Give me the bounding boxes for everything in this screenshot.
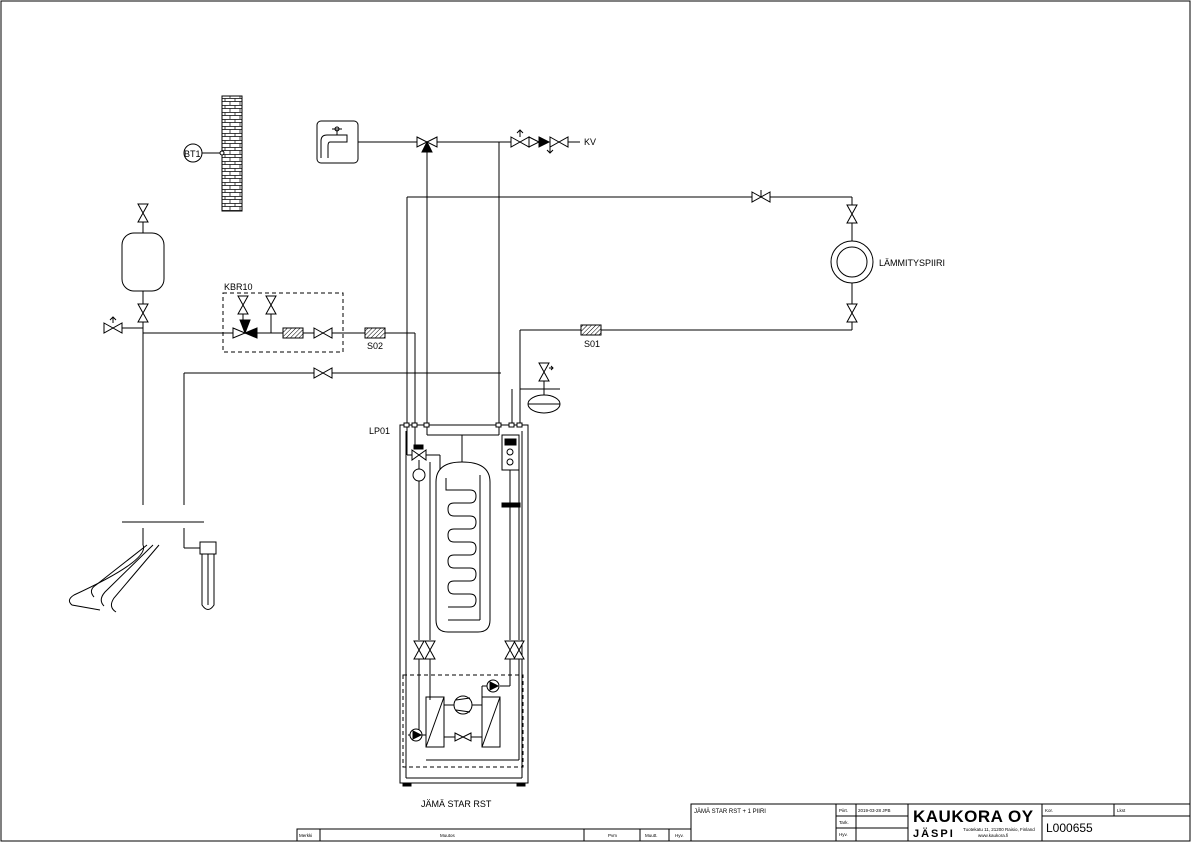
rev-header-change: Muutos <box>440 833 456 838</box>
label-kbr10: KBR10 <box>224 282 253 292</box>
rev-header-date: Pvm <box>608 833 617 838</box>
tank-coil <box>445 478 477 608</box>
filter-s02 <box>364 327 386 339</box>
company-website: www.kaukora.fi <box>978 833 1008 838</box>
refrigeration-module <box>402 674 524 768</box>
borehole <box>201 554 215 610</box>
outdoor-sensor-bt1 <box>183 143 203 163</box>
brine-expansion-vessel <box>121 232 165 292</box>
replaces-label: Kor. <box>1045 808 1053 813</box>
label-bt1: BT1 <box>184 149 201 159</box>
kbr10-filter <box>282 327 304 339</box>
rev-header-mark: Merkki <box>299 833 312 838</box>
ground-collector-loops <box>90 544 160 613</box>
label-s02: S02 <box>367 341 383 351</box>
drawing-title: JÄMÄ STAR RST + 1 PIIRI <box>694 808 766 815</box>
label-unit-name: JÄMÄ STAR RST <box>421 799 492 809</box>
revision-table <box>296 828 692 842</box>
rev-header-approved: Hyv. <box>675 833 684 838</box>
internal-circulation-pump <box>412 468 426 482</box>
label-s01: S01 <box>584 339 600 349</box>
label-kv: KV <box>584 137 596 147</box>
company-logo: KAUKORA OY <box>913 807 1034 826</box>
tank-sensor <box>501 502 521 508</box>
filter-s01 <box>580 324 602 336</box>
brand-logo: JÄSPI <box>913 827 955 840</box>
sheet-label: Lkst <box>1117 808 1126 813</box>
company-address: Tuotekatu 11, 21200 Raisio, Finland <box>963 827 1035 832</box>
title-block <box>690 803 1191 842</box>
label-lp01: LP01 <box>369 426 390 436</box>
drawn-label: Piirt. <box>839 808 848 813</box>
label-heating-circuit: LÄMMITYSPIIRI <box>879 258 945 268</box>
approved-label: Hyv. <box>839 832 848 837</box>
rev-header-modifier: Muutt. <box>645 833 658 838</box>
date-value: 2019-03-28 JPB <box>858 808 891 813</box>
kbr10-box <box>222 292 344 353</box>
checked-label: Tark. <box>839 820 849 825</box>
outdoor-wall <box>221 95 243 212</box>
document-number: L000655 <box>1046 821 1093 835</box>
